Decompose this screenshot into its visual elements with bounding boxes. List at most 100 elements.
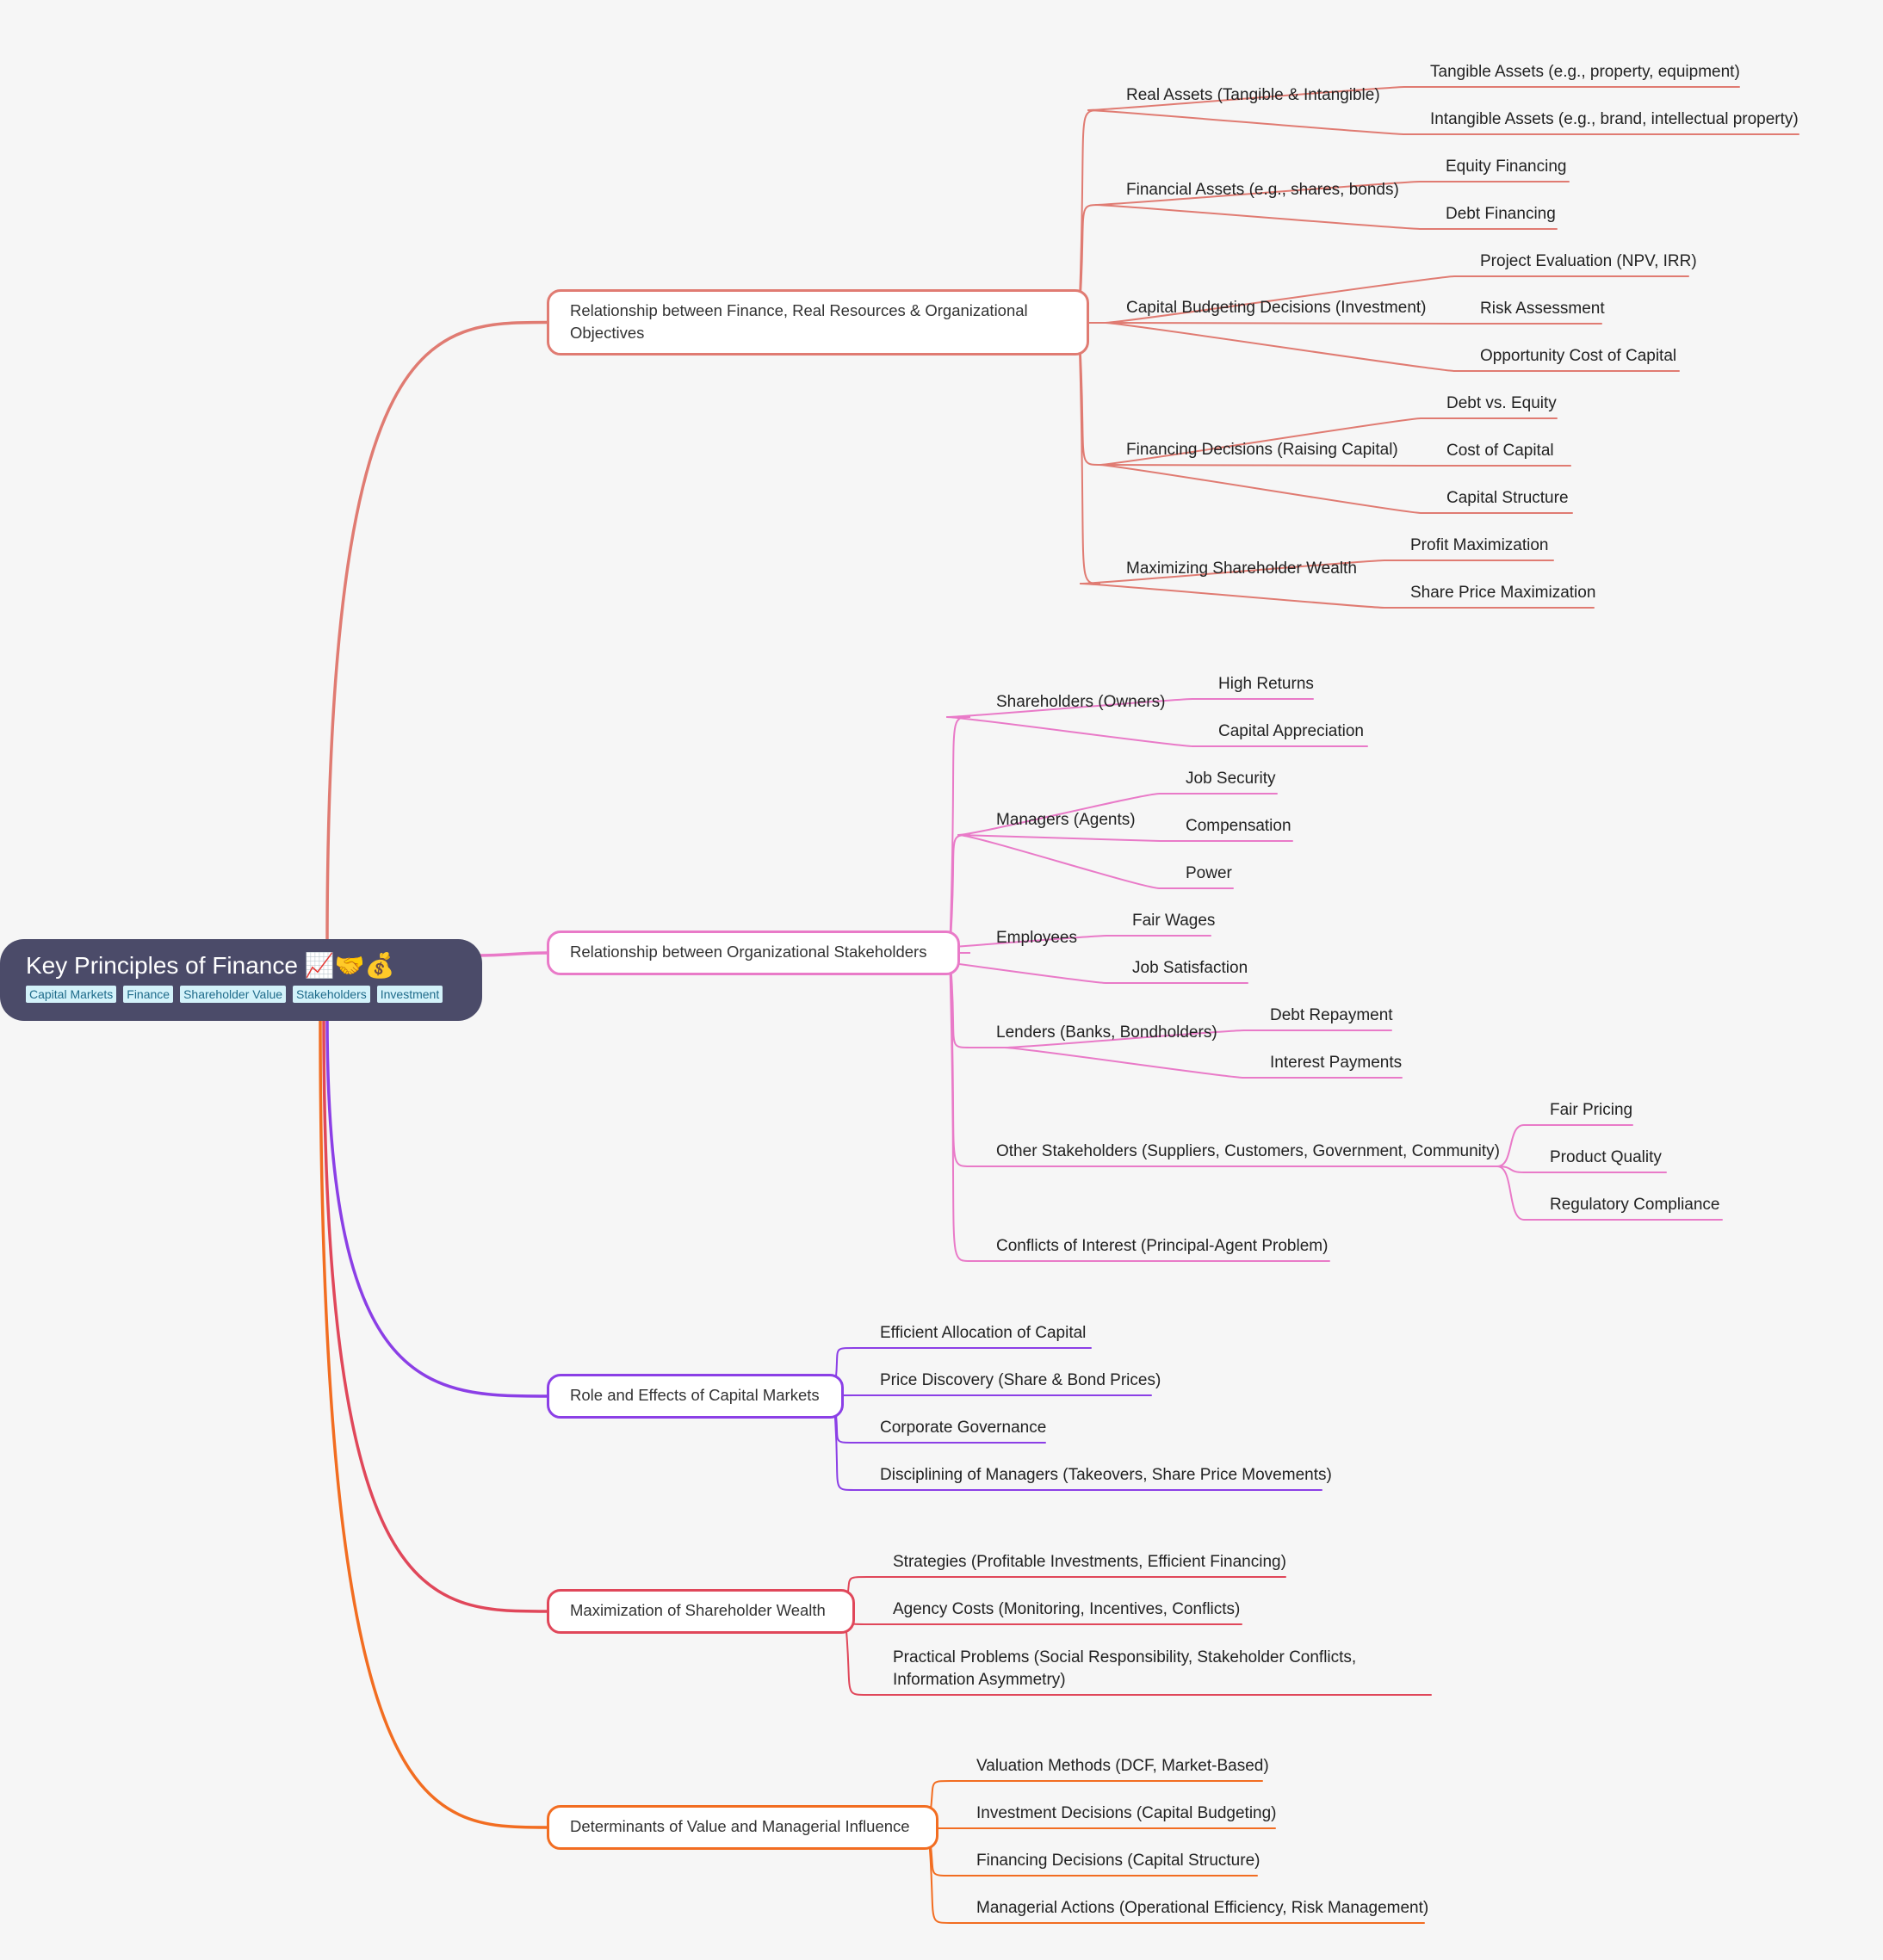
topic-maximizing-shareholder-wealth[interactable]: Maximizing Shareholder Wealth — [1126, 560, 1357, 578]
subtopic-capital-appreciation[interactable]: Capital Appreciation — [1218, 722, 1364, 740]
edge-capital-structure — [1099, 464, 1573, 514]
edge-shareholders-owners — [946, 716, 971, 954]
edge-opportunity-cost-of-capital — [1105, 322, 1680, 372]
topic-financial-assets-e-g-shares-bonds[interactable]: Financial Assets (e.g., shares, bonds) — [1126, 181, 1399, 199]
edge-product-quality — [1496, 1165, 1667, 1173]
tag-shareholder-value[interactable]: Shareholder Value — [180, 986, 287, 1003]
subtopic-debt-financing[interactable]: Debt Financing — [1446, 205, 1556, 223]
subtopic-product-quality[interactable]: Product Quality — [1550, 1148, 1662, 1166]
edge-equity-financing — [1095, 181, 1570, 206]
subtopic-fair-wages[interactable]: Fair Wages — [1132, 912, 1216, 930]
topic-corporate-governance[interactable]: Corporate Governance — [880, 1419, 1047, 1437]
subtopic-equity-financing[interactable]: Equity Financing — [1446, 158, 1567, 176]
edge-job-security — [957, 793, 1278, 836]
topic-strategies-profitable-investments-effici[interactable]: Strategies (Profitable Investments, Effi… — [893, 1553, 1286, 1571]
branch-node-relationship-between-organizational-stak[interactable]: Relationship between Organizational Stak… — [547, 931, 960, 975]
topic-investment-decisions-capital-budgeting[interactable]: Investment Decisions (Capital Budgeting) — [976, 1804, 1277, 1822]
edge-root-branch-5 — [319, 1016, 548, 1829]
subtopic-high-returns[interactable]: High Returns — [1218, 675, 1314, 693]
subtopic-compensation[interactable]: Compensation — [1186, 817, 1291, 835]
topic-efficient-allocation-of-capital[interactable]: Efficient Allocation of Capital — [880, 1324, 1087, 1342]
subtopic-debt-repayment[interactable]: Debt Repayment — [1270, 1006, 1393, 1024]
tag-stakeholders[interactable]: Stakeholders — [293, 986, 370, 1003]
subtopic-risk-assessment[interactable]: Risk Assessment — [1480, 300, 1605, 318]
edge-power — [957, 834, 1234, 889]
edge-lenders-banks-bondholders — [949, 952, 1006, 1048]
edge-other-stakeholders-suppliers-customers-g — [949, 952, 1498, 1167]
tag-finance[interactable]: Finance — [123, 986, 174, 1003]
topic-other-stakeholders-suppliers-customers-g[interactable]: Other Stakeholders (Suppliers, Customers… — [996, 1142, 1500, 1160]
topic-conflicts-of-interest-principal-agent-pr[interactable]: Conflicts of Interest (Principal-Agent P… — [996, 1237, 1329, 1255]
subtopic-opportunity-cost-of-capital[interactable]: Opportunity Cost of Capital — [1480, 347, 1677, 365]
branch-node-determinants-of-value-and-managerial-inf[interactable]: Determinants of Value and Managerial Inf… — [547, 1805, 938, 1850]
edge-high-returns — [946, 698, 1314, 718]
edge-disciplining-of-managers-takeovers-share — [833, 1395, 1322, 1491]
topic-practical-problems-social-responsibility[interactable]: Practical Problems (Social Responsibilit… — [893, 1648, 1357, 1689]
subtopic-cost-of-capital[interactable]: Cost of Capital — [1446, 442, 1554, 460]
edge-capital-appreciation — [946, 716, 1368, 747]
edge-debt-vs-equity — [1099, 417, 1558, 466]
tag-list: Capital Markets Finance Shareholder Valu… — [26, 986, 482, 1003]
edge-interest-payments — [1004, 1047, 1403, 1079]
root-node[interactable]: Key Principles of Finance 📈🤝💰 Capital Ma… — [0, 939, 482, 1021]
edge-root-branch-3 — [325, 1016, 548, 1398]
edge-root-branch-4 — [322, 1016, 548, 1613]
edge-price-discovery-share-bond-prices — [833, 1394, 1152, 1397]
topic-disciplining-of-managers-takeovers-share[interactable]: Disciplining of Managers (Takeovers, Sha… — [880, 1466, 1332, 1484]
root-emoji-icons: 📈🤝💰 — [304, 952, 395, 979]
subtopic-interest-payments[interactable]: Interest Payments — [1270, 1054, 1403, 1072]
subtopic-capital-structure[interactable]: Capital Structure — [1446, 489, 1569, 507]
edge-financing-decisions-raising-capital — [1078, 321, 1101, 466]
root-title: Key Principles of Finance 📈🤝💰 — [26, 948, 482, 984]
edge-profit-maximization — [1080, 560, 1554, 584]
branch-node-relationship-between-finance-real-resour[interactable]: Relationship between Finance, Real Resou… — [547, 289, 1089, 356]
subtopic-power[interactable]: Power — [1186, 864, 1232, 882]
edge-cost-of-capital — [1099, 464, 1571, 467]
topic-employees[interactable]: Employees — [996, 929, 1077, 947]
topic-managers-agents[interactable]: Managers (Agents) — [996, 811, 1136, 829]
subtopic-project-evaluation-npv-irr[interactable]: Project Evaluation (NPV, IRR) — [1480, 252, 1697, 270]
edge-project-evaluation-npv-irr — [1105, 275, 1689, 324]
edge-share-price-maximization — [1080, 583, 1595, 609]
edge-fair-pricing — [1496, 1124, 1633, 1167]
edge-debt-financing — [1095, 204, 1558, 230]
topic-valuation-methods-dcf-market-based[interactable]: Valuation Methods (DCF, Market-Based) — [976, 1757, 1269, 1775]
edge-compensation — [957, 834, 1293, 842]
subtopic-fair-pricing[interactable]: Fair Pricing — [1550, 1101, 1633, 1119]
root-title-text: Key Principles of Finance — [26, 952, 298, 979]
subtopic-debt-vs-equity[interactable]: Debt vs. Equity — [1446, 394, 1557, 412]
edge-tangible-assets-e-g-property-equipment — [1087, 86, 1740, 111]
topic-real-assets-tangible-intangible[interactable]: Real Assets (Tangible & Intangible) — [1126, 86, 1380, 104]
topic-managerial-actions-operational-efficienc[interactable]: Managerial Actions (Operational Efficien… — [976, 1899, 1429, 1917]
edge-managerial-actions-operational-efficienc — [927, 1827, 1425, 1924]
subtopic-tangible-assets-e-g-property-equipment[interactable]: Tangible Assets (e.g., property, equipme… — [1430, 63, 1740, 81]
subtopic-share-price-maximization[interactable]: Share Price Maximization — [1410, 584, 1596, 602]
branch-node-maximization-of-shareholder-wealth[interactable]: Maximization of Shareholder Wealth — [547, 1589, 855, 1634]
topic-capital-budgeting-decisions-investment[interactable]: Capital Budgeting Decisions (Investment) — [1126, 299, 1427, 317]
topic-agency-costs-monitoring-incentives-confl[interactable]: Agency Costs (Monitoring, Incentives, Co… — [893, 1600, 1241, 1618]
tag-capital-markets[interactable]: Capital Markets — [26, 986, 117, 1003]
edge-debt-repayment — [1004, 1029, 1392, 1048]
edge-root-branch-2 — [476, 951, 548, 957]
topic-price-discovery-share-bond-prices[interactable]: Price Discovery (Share & Bond Prices) — [880, 1371, 1161, 1389]
topic-shareholders-owners[interactable]: Shareholders (Owners) — [996, 693, 1166, 711]
subtopic-intangible-assets-e-g-brand-intellectual[interactable]: Intangible Assets (e.g., brand, intellec… — [1430, 110, 1799, 128]
subtopic-profit-maximization[interactable]: Profit Maximization — [1410, 536, 1549, 554]
subtopic-job-satisfaction[interactable]: Job Satisfaction — [1132, 959, 1248, 977]
edge-regulatory-compliance — [1496, 1165, 1723, 1221]
edge-investment-decisions-capital-budgeting — [927, 1827, 1276, 1829]
edge-conflicts-of-interest-principal-agent-pr — [949, 952, 1330, 1262]
tag-investment[interactable]: Investment — [376, 986, 443, 1003]
subtopic-regulatory-compliance[interactable]: Regulatory Compliance — [1550, 1196, 1720, 1214]
topic-financing-decisions-capital-structure[interactable]: Financing Decisions (Capital Structure) — [976, 1852, 1260, 1870]
edge-intangible-assets-e-g-brand-intellectual — [1087, 109, 1799, 135]
topic-financing-decisions-raising-capital[interactable]: Financing Decisions (Raising Capital) — [1126, 441, 1398, 459]
topic-lenders-banks-bondholders[interactable]: Lenders (Banks, Bondholders) — [996, 1023, 1217, 1042]
edge-risk-assessment — [1105, 322, 1602, 325]
edge-maximizing-shareholder-wealth — [1078, 321, 1101, 584]
branch-node-role-and-effects-of-capital-markets[interactable]: Role and Effects of Capital Markets — [547, 1374, 844, 1419]
subtopic-job-security[interactable]: Job Security — [1186, 770, 1276, 788]
edge-practical-problems-social-responsibility — [844, 1611, 1432, 1696]
